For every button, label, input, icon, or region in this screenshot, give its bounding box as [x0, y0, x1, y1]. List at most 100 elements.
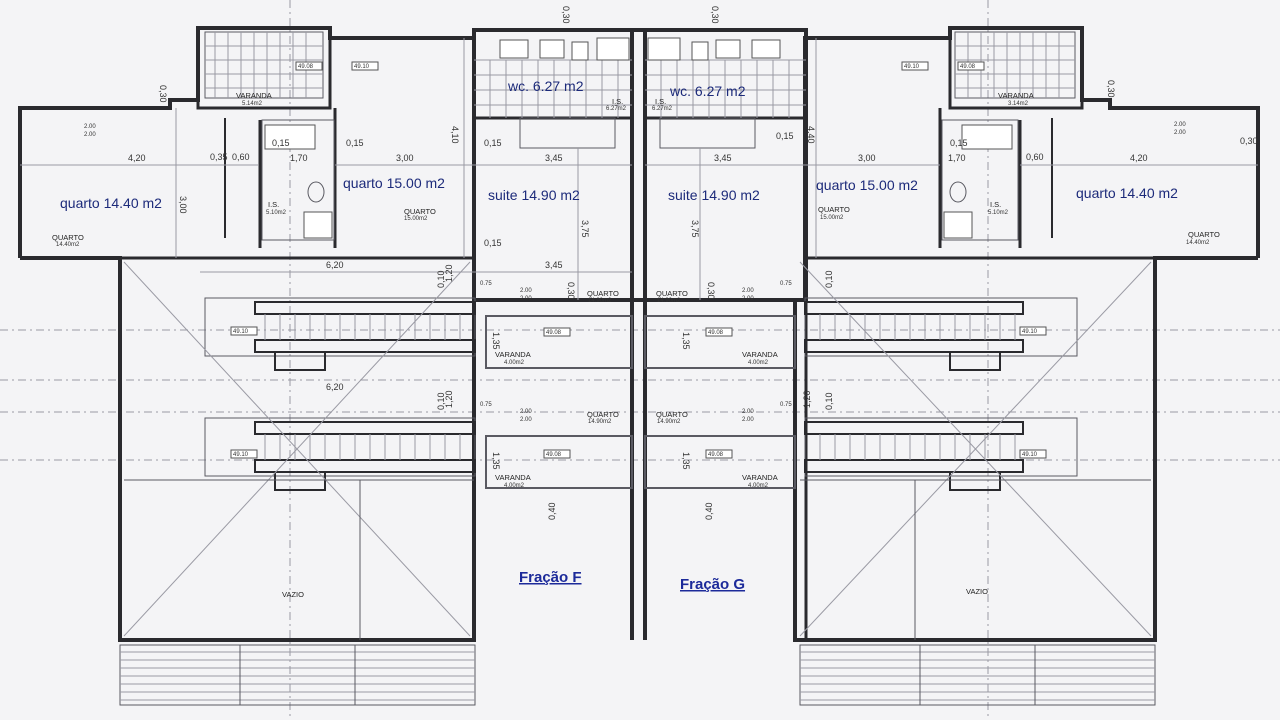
door-dim: 0.75	[780, 402, 792, 408]
quarto-small-label: QUARTO	[587, 289, 619, 298]
vazio-label: VAZIO	[282, 590, 304, 599]
door-dim: 0.75	[480, 281, 492, 287]
dim-text: 3,45	[545, 260, 563, 270]
is-label: I.S.	[268, 200, 279, 209]
dim-text: 1,20	[444, 264, 454, 282]
dim-text: 0,10	[824, 270, 834, 288]
dim-text: 1,20	[444, 390, 454, 408]
is-label: I.S.	[655, 97, 666, 106]
dim-text: 0,10	[436, 392, 446, 410]
suite-right-label: suite 14.90 m2	[668, 187, 760, 203]
quarto-small-label: QUARTO	[52, 233, 84, 242]
terrace-grid-left	[204, 31, 324, 99]
quarto-area: 14.90m2	[588, 298, 612, 304]
level-text: 49.08	[708, 330, 724, 336]
dim-text: 0,30	[561, 6, 571, 24]
dim-text: 0,10	[436, 270, 446, 288]
terrace-grid-right	[954, 31, 1076, 99]
level-marker	[705, 449, 733, 459]
door-dim: 2.00	[520, 409, 532, 415]
fracao-g-label: Fração G	[680, 576, 745, 593]
door-dim: 0.75	[780, 281, 792, 287]
level-marker	[901, 61, 929, 71]
dimension-lines	[20, 38, 1258, 300]
door-dim: 2.00	[520, 417, 532, 423]
dim-text: 4,10	[450, 126, 460, 144]
dim-text: 0,15	[346, 138, 364, 148]
varanda-label: VARANDA	[998, 91, 1034, 100]
is-area: 5.10m2	[266, 210, 287, 216]
quarto-area: 15.00m2	[404, 216, 428, 222]
door-dim: 2.00	[520, 288, 532, 294]
dim-text: 0,30	[158, 85, 168, 103]
dim-text: 6,20	[326, 382, 344, 392]
is-area: 6.27m2	[606, 106, 627, 112]
level-marker	[351, 61, 379, 71]
wc-tiles-left	[474, 37, 632, 118]
quarto14-right-label: quarto 14.40 m2	[1076, 185, 1178, 201]
dim-text: 1,20	[802, 390, 812, 408]
level-marker	[230, 326, 258, 336]
is-area: 5.10m2	[988, 210, 1009, 216]
door-dim: 2.00	[520, 296, 532, 302]
door-dim: 2.00	[1174, 130, 1186, 136]
right-outer-walls	[793, 26, 1260, 642]
void-left	[123, 261, 474, 640]
dim-text: 4,20	[1130, 153, 1148, 163]
door-dim: 2.00	[742, 296, 754, 302]
dim-text: 4,40	[806, 126, 816, 144]
dim-text: 0,15	[484, 238, 502, 248]
door-dim: 2.00	[742, 417, 754, 423]
level-marker	[543, 327, 571, 337]
vazio-label: VAZIO	[966, 587, 988, 596]
level-text: 49.08	[546, 330, 562, 336]
wc-right-label: wc. 6.27 m2	[669, 83, 746, 99]
varanda-label: VARANDA	[495, 473, 531, 482]
quarto-small-label: QUARTO	[587, 410, 619, 419]
varanda-label: VARANDA	[742, 473, 778, 482]
dim-text: 0,15	[484, 138, 502, 148]
stairs-right-upper	[804, 297, 1078, 371]
dim-text: 3,00	[178, 196, 188, 214]
door-dim: 0.75	[480, 402, 492, 408]
stairs-right-lower	[804, 417, 1078, 491]
level-text: 49.10	[1022, 452, 1038, 458]
dim-text: 1,70	[290, 153, 308, 163]
is-bathroom-left	[261, 119, 335, 241]
stairs-left-upper	[204, 297, 476, 371]
door-dim: 2.00	[1174, 122, 1186, 128]
quarto-area: 14.90m2	[657, 419, 681, 425]
dim-text: 1,35	[491, 332, 501, 350]
dim-text: 0,15	[272, 138, 290, 148]
suite-left-label: suite 14.90 m2	[488, 187, 580, 203]
dim-text: 1,35	[491, 452, 501, 470]
varanda-label: VARANDA	[742, 350, 778, 359]
dim-text: 3,45	[714, 153, 732, 163]
level-text: 49.10	[233, 452, 249, 458]
dim-text: 0,60	[1026, 152, 1044, 162]
dim-text: 1,35	[681, 452, 691, 470]
dim-text: 3,00	[396, 153, 414, 163]
level-text: 49.08	[298, 64, 314, 70]
dim-text: 0,30	[710, 6, 720, 24]
door-dim: 2.00	[742, 288, 754, 294]
level-text: 49.08	[960, 64, 976, 70]
dim-text: 1,35	[681, 332, 691, 350]
dim-text: 0,40	[547, 502, 557, 520]
dim-text: 0,10	[824, 392, 834, 410]
level-text: 49.08	[546, 452, 562, 458]
dim-text: 0,60	[232, 152, 250, 162]
door-dim: 2.00	[84, 124, 96, 130]
dim-text: 0,30	[566, 282, 576, 300]
dim-text: 1,70	[948, 153, 966, 163]
dim-text: 0,30	[1106, 80, 1116, 98]
quarto-small-label: QUARTO	[1188, 230, 1220, 239]
level-text: 49.10	[904, 64, 920, 70]
is-label: I.S.	[990, 200, 1001, 209]
varanda-area: 4.00m2	[748, 360, 769, 366]
varanda-area: 4.00m2	[748, 483, 769, 489]
level-marker	[230, 449, 258, 459]
